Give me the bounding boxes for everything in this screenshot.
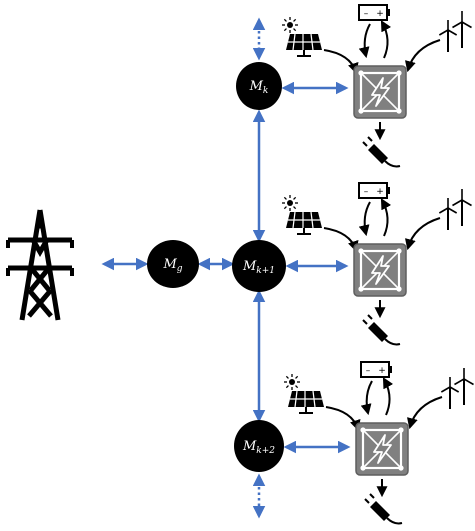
energy-hub-icon [353,243,407,297]
node-mk1-circle [232,240,286,292]
microgrid-clusters: –+–+–+ [282,4,474,525]
wind-turbine-icon [438,189,472,230]
wind-turbine-icon [440,368,474,409]
solar-panel-icon [284,374,324,414]
node-mk1-label: Mk+1 [242,259,275,276]
battery-plus: + [376,9,384,19]
battery-plus: + [376,187,384,197]
connection-links [101,17,351,519]
node-mk-circle [236,62,282,110]
battery-minus: – [366,366,371,376]
node-mk1: Mk+1 [232,240,286,292]
microgrid-cluster-2: –+ [282,182,472,346]
energy-hub-icon [353,65,407,119]
battery-plus: + [378,366,386,376]
node-mk-label: Mk [249,79,269,96]
solar-panel-icon [282,17,322,57]
node-mg-circle [147,240,199,288]
node-mk2-label: Mk+2 [242,439,275,456]
battery-minus: – [364,9,369,19]
node-mk2: Mk+2 [234,420,284,472]
battery-minus: – [364,187,369,197]
transmission-tower-icon [6,209,74,321]
node-mg: Mg [147,240,199,288]
microgrid-cluster-1: –+ [282,4,472,168]
battery-icon: –+ [360,361,392,378]
ev-plug-icon [364,493,403,525]
energy-hub-icon [355,422,409,476]
solar-panel-icon [282,195,322,235]
node-mk2-circle [234,420,284,472]
battery-icon: –+ [358,4,390,21]
node-mk: Mk [236,62,282,110]
node-mg-label: Mg [162,257,182,274]
battery-icon: –+ [358,182,390,199]
ev-plug-icon [362,314,401,346]
microgrid-cluster-3: –+ [284,361,474,525]
ev-plug-icon [362,136,401,168]
wind-turbine-icon [438,11,472,52]
